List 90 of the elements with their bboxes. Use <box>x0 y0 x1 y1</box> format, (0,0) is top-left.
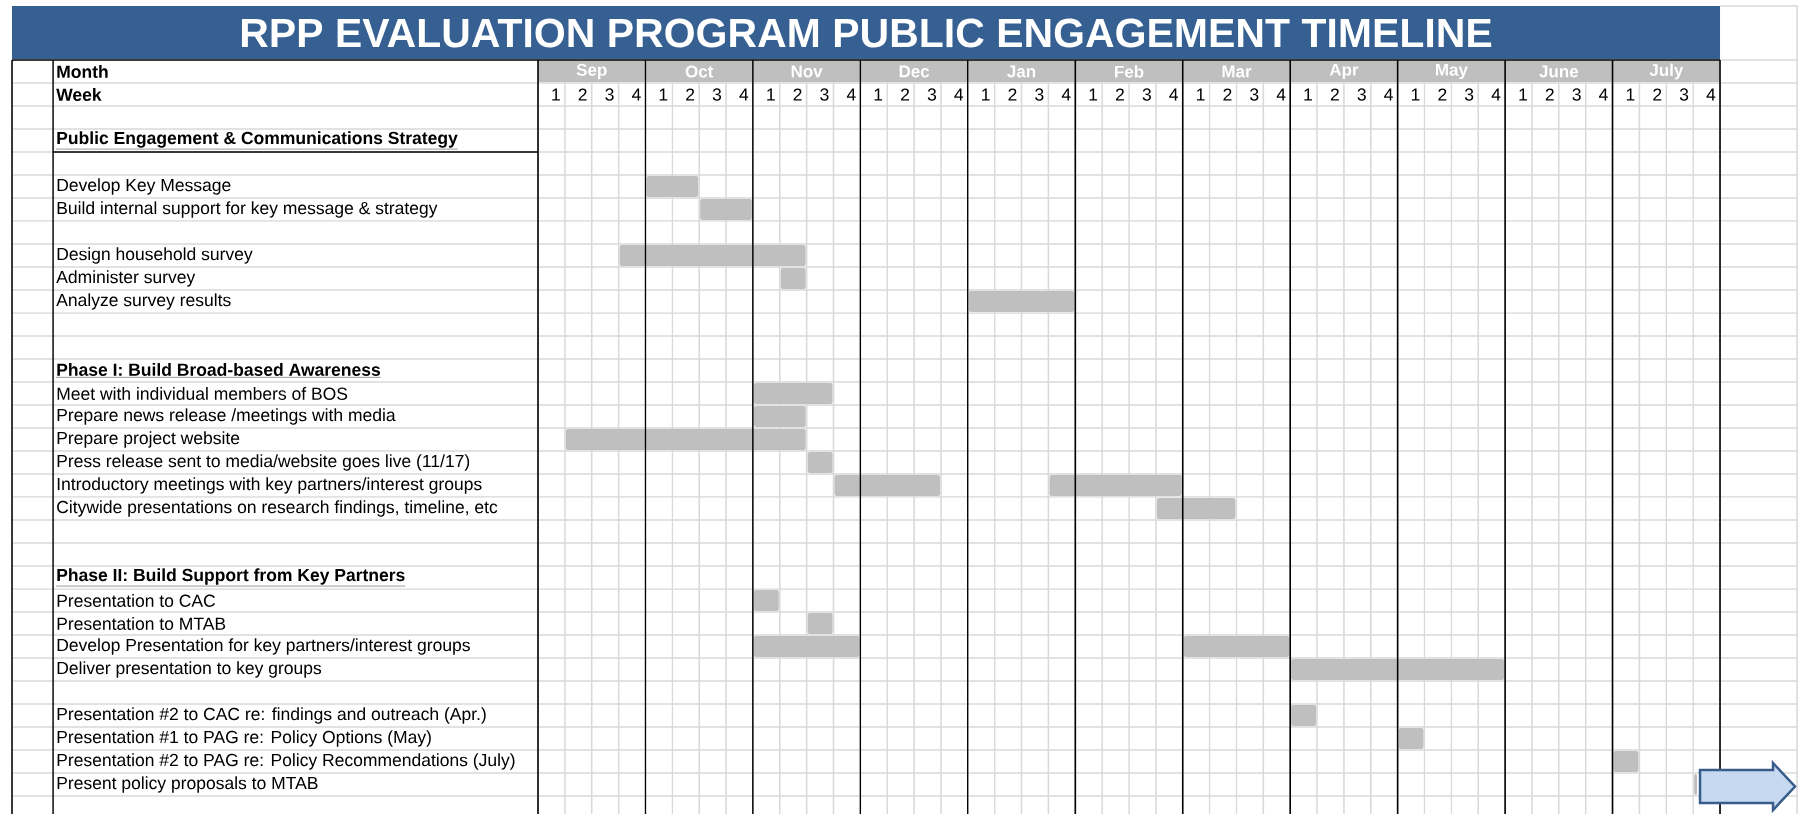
gantt-bar <box>1291 705 1317 726</box>
gantt-bar <box>753 383 833 404</box>
week-number: 1 <box>659 88 668 101</box>
week-number: 1 <box>982 88 990 101</box>
gantt-bar <box>1291 659 1505 680</box>
gantt-bar <box>619 245 806 266</box>
week-number: 2 <box>1223 88 1232 101</box>
section-heading: Phase II: Build Support from Key Partners <box>56 568 406 587</box>
week-number: 3 <box>1679 88 1689 101</box>
week-number: 4 <box>1384 88 1393 101</box>
week-number: 2 <box>578 88 587 101</box>
task-label: Presentation #2 to PAG re: Policy Recommendations (July) <box>57 753 515 770</box>
week-number: 4 <box>846 88 856 101</box>
week-number: 1 <box>767 88 775 101</box>
week-number: 2 <box>1545 88 1554 101</box>
gantt-bar <box>1049 475 1182 496</box>
gantt-bar <box>565 429 806 450</box>
gantt-bar <box>1183 636 1290 657</box>
week-number: 3 <box>1464 88 1474 101</box>
task-label: Build internal support for key message & strategy <box>57 201 438 218</box>
task-label: Prepare project website <box>57 431 240 448</box>
section-heading: Phase I: Build Broad-based Awareness <box>56 363 381 378</box>
week-number: 2 <box>686 88 695 101</box>
gantt-bar <box>753 590 779 611</box>
task-label: Presentation #2 to CAC re: findings and outreach (Apr.) <box>57 707 486 724</box>
gantt-bar <box>807 452 833 473</box>
task-label: Press release sent to media/website goes live (11/17) <box>57 454 470 471</box>
week-number: 2 <box>1653 88 1662 101</box>
task-label: Introductory meetings with key partners/interest groups <box>57 477 482 494</box>
gantt-bar <box>753 406 806 427</box>
task-label: Prepare news release /meetings with media <box>57 408 396 425</box>
week-number: 1 <box>1197 88 1205 101</box>
task-label: Develop Key Message <box>57 178 231 195</box>
week-number: 3 <box>1572 88 1581 101</box>
task-label: Presentation to MTAB <box>57 617 226 630</box>
week-number: 2 <box>1330 88 1339 101</box>
gantt-bar <box>1156 498 1236 519</box>
week-number: 1 <box>1304 88 1312 101</box>
task-label: Design household survey <box>57 247 253 264</box>
task-label: Meet with individual members of BOS <box>57 387 348 400</box>
header-label: Week <box>56 88 102 101</box>
task-label: Develop Presentation for key partners/interest groups <box>57 638 470 655</box>
section-heading: Public Engagement & Communications Strategy <box>56 131 458 150</box>
gantt-bar <box>1694 774 1698 795</box>
week-number: 2 <box>1008 88 1017 101</box>
week-number: 3 <box>712 88 722 101</box>
gantt-bar <box>646 176 699 197</box>
week-number: 4 <box>1599 88 1608 101</box>
week-number: 3 <box>927 88 937 101</box>
week-number: 3 <box>1357 88 1366 101</box>
header-label: Month <box>57 65 108 78</box>
week-number: 4 <box>1276 88 1286 101</box>
title-banner: RPP EVALUATION PROGRAM PUBLIC ENGAGEMENT TIMELINE <box>12 6 1720 59</box>
week-number: 3 <box>605 88 614 101</box>
week-number: 4 <box>1061 88 1071 101</box>
gantt-bar <box>968 291 1075 312</box>
week-number: 3 <box>1250 88 1259 101</box>
week-number: 4 <box>739 88 749 101</box>
gantt-bar <box>780 268 806 289</box>
task-label: Analyze survey results <box>56 293 231 310</box>
week-number: 3 <box>1035 88 1044 101</box>
task-label: Administer survey <box>56 270 196 287</box>
week-number: 1 <box>1626 88 1635 101</box>
week-number: 4 <box>1491 88 1501 101</box>
week-number: 1 <box>552 88 560 101</box>
task-label: Presentation to CAC <box>57 594 216 607</box>
task-label: Deliver presentation to key groups <box>57 661 322 678</box>
gantt-bar <box>753 636 860 657</box>
week-number: 4 <box>1706 88 1716 101</box>
gantt-bar <box>807 613 833 634</box>
gantt-bar <box>834 475 940 496</box>
task-label: Present policy proposals to MTAB <box>57 776 318 793</box>
week-number: 1 <box>1411 88 1420 101</box>
week-number: 2 <box>901 88 910 101</box>
week-number: 4 <box>632 88 641 101</box>
week-number: 2 <box>1438 88 1447 101</box>
gantt-bar <box>1613 751 1639 772</box>
week-number: 2 <box>1115 88 1124 101</box>
task-label: Citywide presentations on research findings, timeline, etc <box>57 500 498 517</box>
week-number: 2 <box>793 88 802 101</box>
week-number: 3 <box>820 88 829 101</box>
gantt-bar <box>700 199 752 220</box>
week-number: 1 <box>1089 88 1098 101</box>
gantt-bar <box>1398 728 1424 749</box>
week-number: 4 <box>954 88 964 101</box>
week-number: 1 <box>874 88 883 101</box>
week-number: 1 <box>1519 88 1527 101</box>
week-number: 3 <box>1142 88 1151 101</box>
task-label: Presentation #1 to PAG re: Policy Options (May) <box>57 730 431 747</box>
week-number: 4 <box>1169 88 1178 101</box>
